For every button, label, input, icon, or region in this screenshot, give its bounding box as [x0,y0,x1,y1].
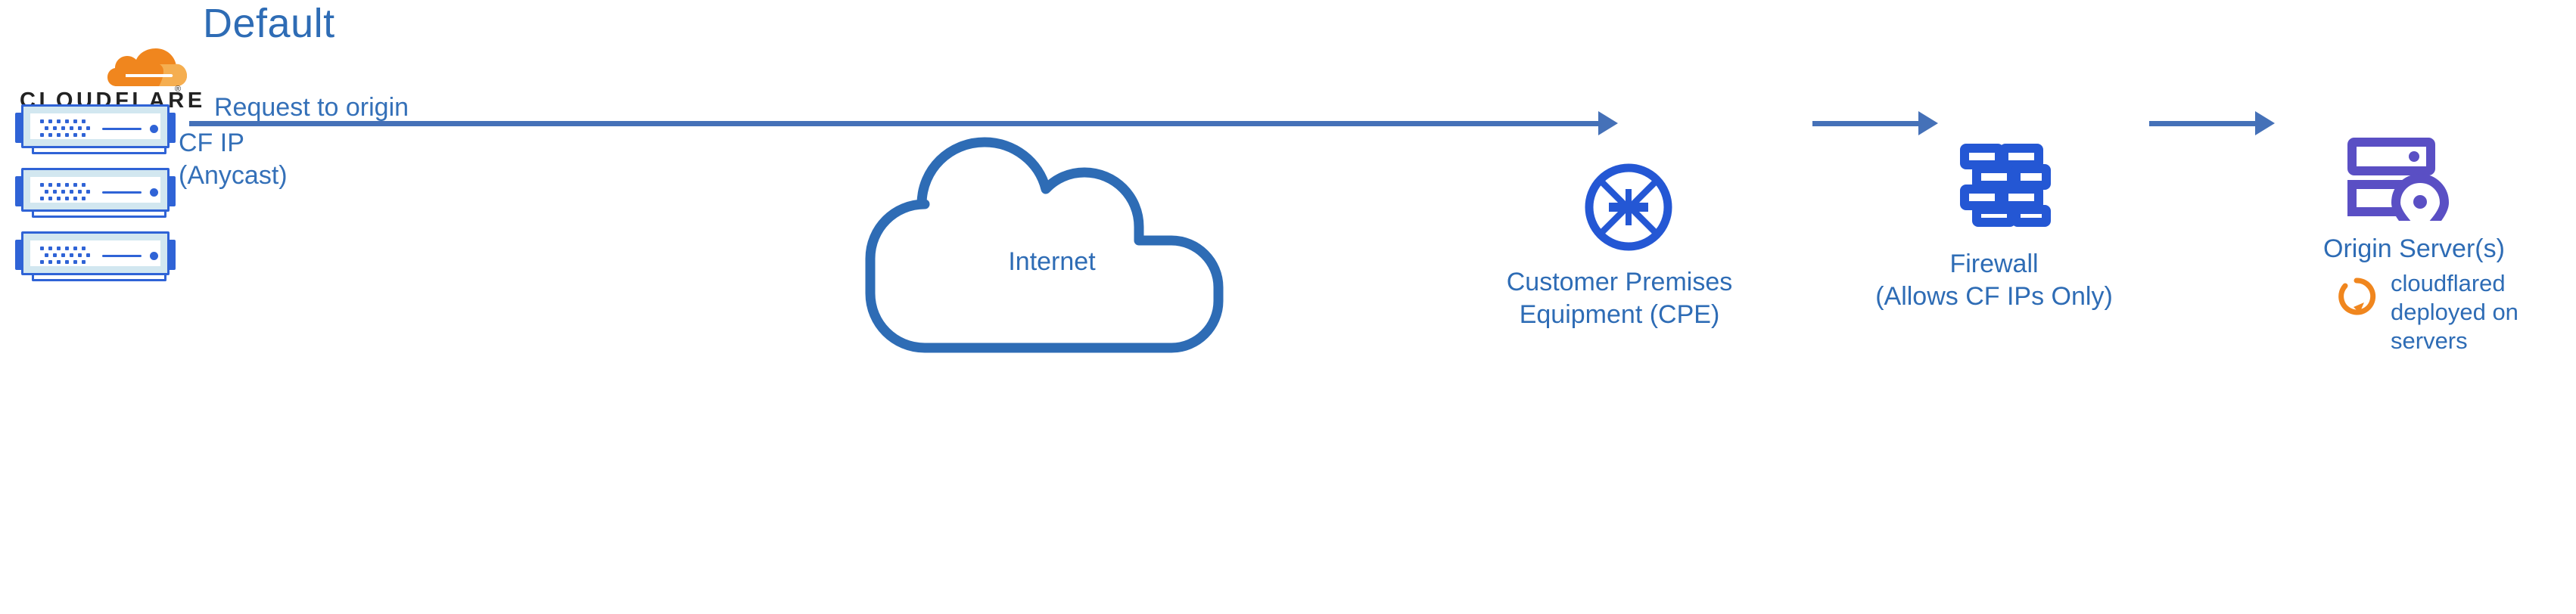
server-base-shadow [32,209,166,218]
server-port-grid-icon [40,183,90,201]
server-base-shadow [32,273,166,281]
edge-server-2 [15,168,176,218]
request-to-origin-label: Request to origin [214,93,409,122]
edge-server-1 [15,104,176,154]
cpe-label-line1: Customer Premises [1506,268,1733,296]
server-led-icon [150,125,158,133]
router-arrows-circle-icon [1582,160,1675,254]
cloudflared-text: cloudflared deployed on servers [2391,269,2550,355]
server-chassis [21,231,170,275]
firewall-label: Firewall (Allows CF IPs Only) [1839,248,2149,313]
server-faceplate [30,177,160,203]
server-faceplate [30,240,160,266]
cpe-label-line2: Equipment (CPE) [1519,300,1720,329]
registered-trademark-mark: ® [175,85,182,94]
connector-cpe-to-firewall-arrowhead [1918,111,1938,135]
server-led-icon [150,252,158,260]
cpe-label: Customer Premises Equipment (CPE) [1495,266,1744,331]
connector-cpe-to-firewall [1812,121,1923,126]
connector-cf-to-cpe [189,121,1603,126]
firewall-label-line2: (Allows CF IPs Only) [1875,282,2113,311]
cf-ip-label-line1: CF IP [179,129,244,157]
cloud-outline-icon [865,137,1224,353]
cloudflared-text-line2: deployed on [2391,299,2518,325]
server-status-line [102,255,142,257]
connector-cf-to-cpe-arrowhead [1598,111,1618,135]
server-led-icon [150,188,158,197]
origin-server-label: Origin Server(s) [2323,234,2505,263]
server-chassis [21,168,170,212]
server-port-grid-icon [40,247,90,265]
edge-server-3 [15,231,176,281]
server-base-shadow [32,146,166,154]
server-stack-location-pin-icon [2347,138,2450,242]
server-port-grid-icon [40,119,90,138]
server-chassis [21,104,170,148]
cf-ip-label-line2: (Anycast) [179,161,288,190]
brick-wall-icon [1960,144,2051,227]
cloudflared-text-line1: cloudflared [2391,270,2506,296]
connector-firewall-to-origin [2149,121,2260,126]
firewall-label-line1: Firewall [1949,250,2039,278]
circular-arrow-refresh-icon [2335,275,2378,318]
page-title: Default [203,1,335,46]
connector-firewall-to-origin-arrowhead [2255,111,2275,135]
internet-label: Internet [1008,247,1096,276]
server-status-line [102,128,142,130]
server-faceplate [30,113,160,139]
cloudflared-text-line3: servers [2391,327,2468,354]
internet-node: Internet [825,112,1279,377]
server-status-line [102,191,142,194]
cloudflare-cloud-icon [101,44,188,91]
cf-ip-anycast-label: CF IP (Anycast) [179,127,288,192]
